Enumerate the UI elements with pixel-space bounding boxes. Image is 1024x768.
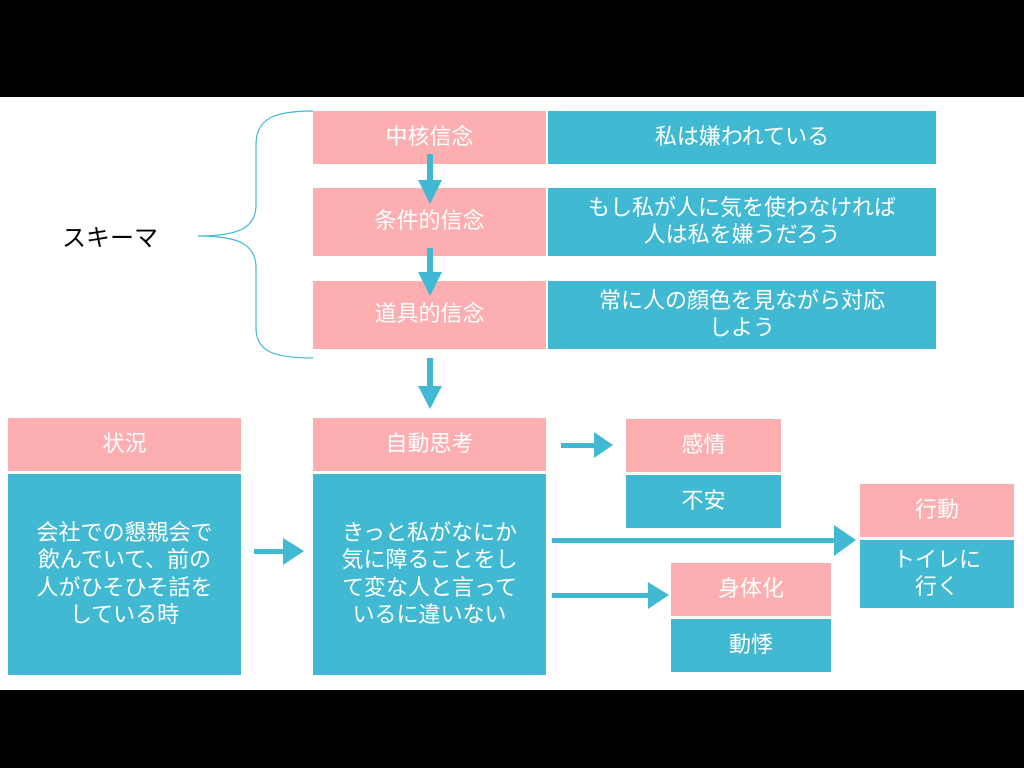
somatization-content: 動悸 bbox=[671, 619, 831, 672]
automatic-thought-content: きっと私がなにか 気に障ることをし て変な人と言って いるに違いない bbox=[313, 474, 546, 675]
arrow-core-to-conditional bbox=[418, 154, 442, 204]
arrow-conditional-to-instrumental bbox=[418, 248, 442, 296]
instrumental-belief-header: 道具的信念 bbox=[313, 281, 546, 349]
arrow-thought-to-emotion bbox=[561, 432, 613, 458]
automatic-thought-line: いるに違いない bbox=[352, 603, 507, 628]
situation-line: 飲んでいて、前の bbox=[37, 548, 212, 573]
conditional-belief-line: もし私が人に気を使わなければ bbox=[587, 195, 896, 221]
automatic-thought-header: 自動思考 bbox=[313, 418, 546, 471]
instrumental-belief-line: 常に人の顔色を見ながら対応 bbox=[598, 288, 885, 314]
automatic-thought-line: きっと私がなにか bbox=[341, 520, 518, 546]
situation-content: 会社での懇親会で 飲んでいて、前の 人がひそひそ話を している時 bbox=[8, 474, 241, 675]
situation-line: 人がひそひそ話を bbox=[36, 575, 213, 601]
emotion-content: 不安 bbox=[626, 475, 781, 528]
core-belief-content: 私は嫌われている bbox=[548, 111, 936, 164]
arrow-situation-to-thought bbox=[254, 538, 304, 565]
situation-header: 状況 bbox=[8, 418, 241, 471]
schema-brace bbox=[197, 110, 314, 359]
emotion-header: 感情 bbox=[626, 419, 781, 472]
somatization-header: 身体化 bbox=[671, 563, 831, 616]
conditional-belief-content: もし私が人に気を使わなければ 人は私を嫌うだろう bbox=[548, 188, 936, 256]
behavior-line: トイレに bbox=[892, 547, 981, 573]
instrumental-belief-line: しよう bbox=[708, 316, 775, 341]
behavior-header: 行動 bbox=[860, 484, 1014, 537]
conditional-belief-line: 人は私を嫌うだろう bbox=[643, 223, 841, 248]
situation-line: している時 bbox=[69, 603, 180, 628]
arrow-schema-to-thought bbox=[418, 358, 442, 409]
arrow-thought-to-behavior bbox=[552, 525, 856, 556]
behavior-line: 行く bbox=[914, 575, 959, 600]
conditional-belief-header: 条件的信念 bbox=[313, 188, 546, 256]
instrumental-belief-content: 常に人の顔色を見ながら対応 しよう bbox=[548, 281, 936, 349]
schema-label: スキーマ bbox=[62, 224, 158, 252]
arrow-thought-to-somatization bbox=[552, 582, 669, 609]
automatic-thought-line: 気に障ることをし bbox=[341, 548, 518, 573]
situation-line: 会社での懇親会で bbox=[36, 520, 213, 546]
automatic-thought-line: て変な人と言って bbox=[342, 575, 517, 601]
behavior-content: トイレに 行く bbox=[860, 540, 1014, 608]
